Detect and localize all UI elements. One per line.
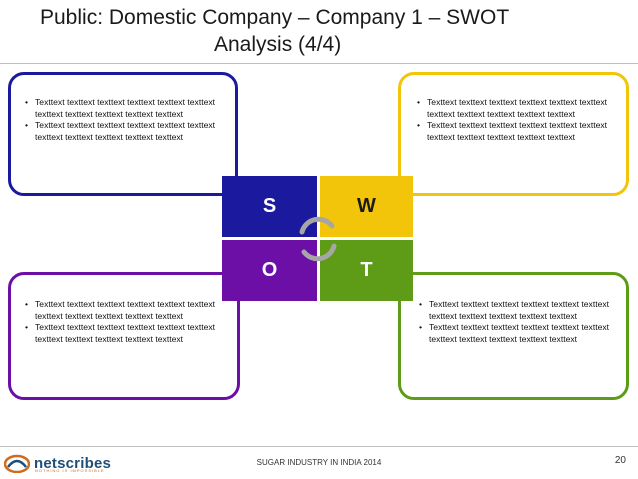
strengths-list: Texttext texttext texttext texttext text… [25,97,219,143]
netscribes-logo: netscribes NOTHING IS IMPOSSIBLE [4,452,111,474]
swot-connector-arcs [299,216,337,262]
opportunities-bullet: Texttext texttext texttext texttext text… [25,299,221,322]
weaknesses-bullet: Texttext texttext texttext texttext text… [417,97,612,120]
footer-report-title: SUGAR INDUSTRY IN INDIA 2014 [256,458,382,467]
threats-list: Texttext texttext texttext texttext text… [419,299,612,345]
threats-bullet: Texttext texttext texttext texttext text… [419,299,612,322]
strengths-box: Texttext texttext texttext texttext text… [8,72,238,196]
strengths-bullet: Texttext texttext texttext texttext text… [25,97,219,120]
netscribes-logo-tagline: NOTHING IS IMPOSSIBLE [35,468,105,473]
title-divider [0,63,638,64]
swot-s-quadrant: S [222,176,317,237]
strengths-bullet: Texttext texttext texttext texttext text… [25,120,219,143]
swot-o-label: O [261,259,278,281]
slide-title-line2: Analysis (4/4) [214,33,342,56]
swot-t-label: T [360,259,373,281]
threats-bullet: Texttext texttext texttext texttext text… [419,322,612,345]
weaknesses-list: Texttext texttext texttext texttext text… [417,97,612,143]
footer-divider [0,446,638,447]
netscribes-logo-text: netscribes [34,454,112,472]
swot-o-quadrant: O [222,240,317,301]
swot-w-label: W [357,195,376,217]
swot-t-quadrant: T [320,240,413,301]
slide-title-line1: Public: Domestic Company – Company 1 – S… [40,6,510,29]
page-number: 20 [614,455,626,466]
opportunities-box: Texttext texttext texttext texttext text… [8,272,240,400]
weaknesses-bullet: Texttext texttext texttext texttext text… [417,120,612,143]
swot-w-quadrant: W [320,176,413,237]
opportunities-bullet: Texttext texttext texttext texttext text… [25,322,221,345]
swot-s-label: S [262,195,277,217]
opportunities-list: Texttext texttext texttext texttext text… [25,299,221,345]
netscribes-logo-icon [4,454,30,473]
threats-box: Texttext texttext texttext texttext text… [398,272,629,400]
weaknesses-box: Texttext texttext texttext texttext text… [398,72,629,196]
